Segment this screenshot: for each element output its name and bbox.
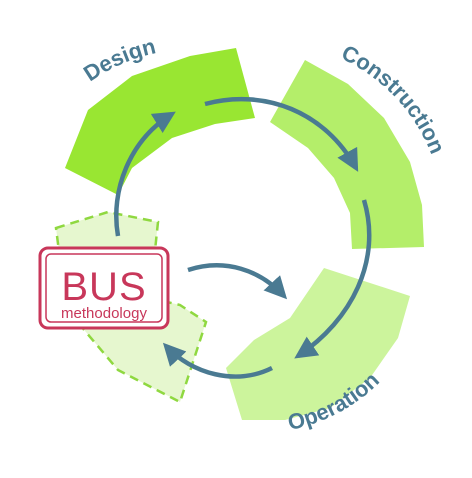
arrow-operation-to-bus <box>162 342 274 379</box>
bus-logo-inner-border <box>45 253 163 323</box>
arrow-construction-to-operation <box>294 199 372 359</box>
arrow-bus-to-design <box>114 111 176 237</box>
bus-logo-main-text: BUS <box>61 265 146 309</box>
arrow-bus-inner <box>187 263 288 300</box>
bus-logo-sub-text: methodology <box>61 305 147 322</box>
bus-logo: BUS methodology <box>38 246 170 330</box>
operation-segment <box>226 268 410 420</box>
bus-logo-outer-border <box>38 246 170 330</box>
arrow-design-to-construction <box>204 96 359 172</box>
